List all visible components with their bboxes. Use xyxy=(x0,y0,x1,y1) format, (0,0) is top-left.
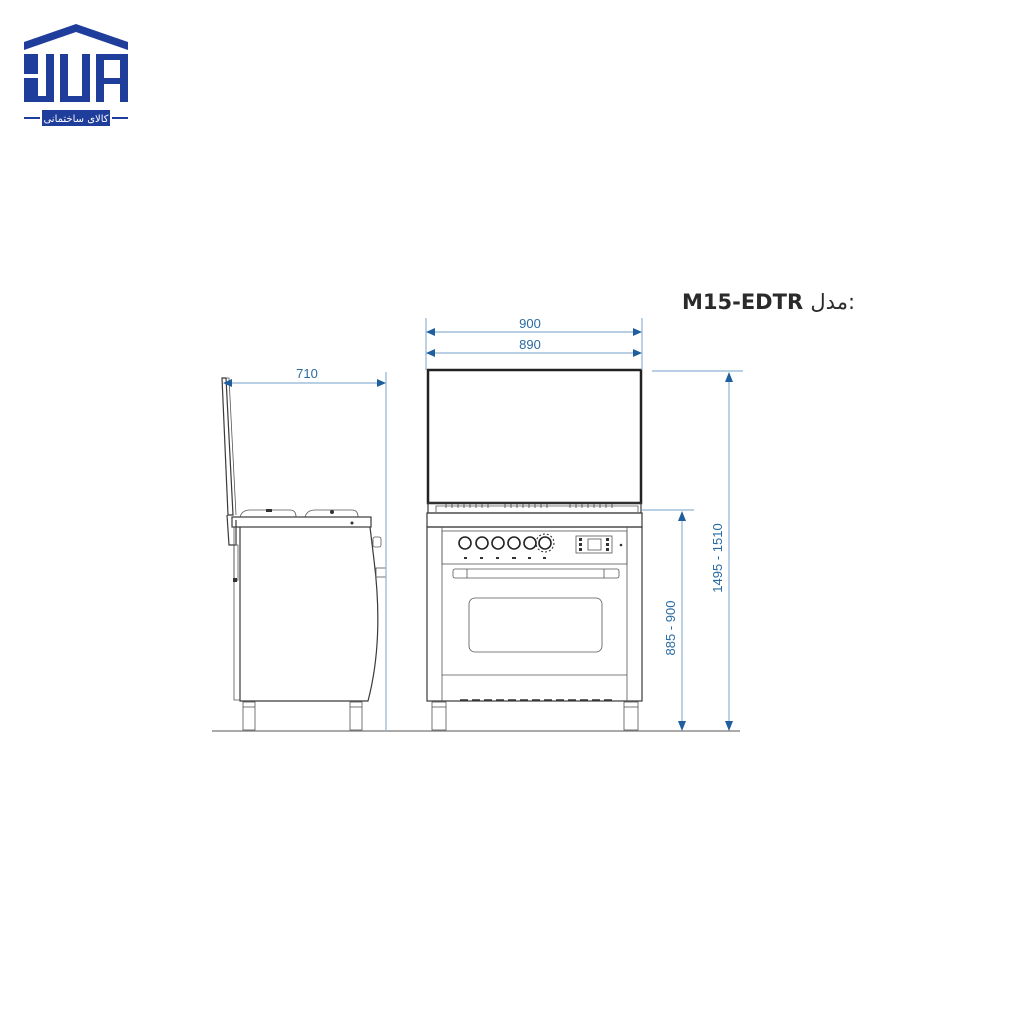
model-caption: مدل: xyxy=(810,290,856,314)
logo-tagline: کالای ساختمانی xyxy=(43,114,108,125)
inner-width-value: 890 xyxy=(519,337,541,352)
outer-width-value: 900 xyxy=(519,316,541,331)
depth-value: 710 xyxy=(296,366,318,381)
model-label: M15-EDTR مدل: xyxy=(682,290,855,314)
front-view xyxy=(426,368,643,731)
width-dimensions: 900 890 xyxy=(425,316,643,370)
control-knobs xyxy=(458,533,555,559)
depth-dimension: 710 xyxy=(223,366,387,730)
height-dimensions: 885 - 900 1495 - 1510 xyxy=(642,370,743,731)
total-height-value: 1495 - 1510 xyxy=(710,523,725,592)
side-view xyxy=(221,377,387,731)
building-logo-icon: کالای ساختمانی xyxy=(24,24,128,126)
counter-height-value: 885 - 900 xyxy=(663,601,678,656)
model-value: M15-EDTR xyxy=(682,290,804,314)
brand-logo: کالای ساختمانی xyxy=(22,20,130,130)
timer-display xyxy=(575,535,623,554)
